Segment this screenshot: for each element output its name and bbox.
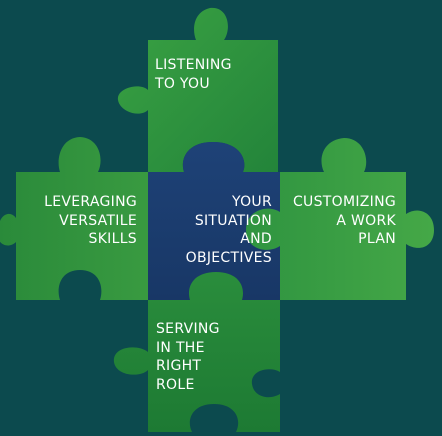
label-leveraging-versatile-skills: LEVERAGING VERSATILE SKILLS <box>44 193 137 249</box>
label-line: A WORK <box>336 212 396 229</box>
label-listening-to-you: LISTENING TO YOU <box>155 56 232 93</box>
label-line: IN THE <box>156 339 205 356</box>
label-line: OBJECTIVES <box>185 249 272 266</box>
label-line: SERVING <box>156 321 220 337</box>
label-line: CUSTOMIZING <box>292 194 396 210</box>
label-line: TO YOU <box>155 75 210 92</box>
label-line: SKILLS <box>88 231 137 247</box>
label-line: RIGHT <box>156 358 202 374</box>
label-line: ROLE <box>156 376 195 393</box>
label-line: VERSATILE <box>59 212 137 229</box>
puzzle-piece-center <box>148 142 280 300</box>
puzzle-piece-top <box>117 7 278 173</box>
puzzle-piece-left <box>0 137 182 300</box>
puzzle-piece-right <box>246 138 434 300</box>
label-line: YOUR <box>232 194 272 210</box>
label-customizing-a-work-plan: CUSTOMIZING A WORK PLAN <box>293 193 396 249</box>
label-line: SITUATION <box>194 212 272 229</box>
label-line: AND <box>240 231 272 247</box>
puzzle-piece-bottom <box>113 272 280 432</box>
label-serving-in-the-right-role: SERVING IN THE RIGHT ROLE <box>156 320 220 394</box>
label-line: LISTENING <box>155 57 232 73</box>
label-your-situation-and-objectives: YOUR SITUATION AND OBJECTIVES <box>186 193 272 267</box>
label-line: PLAN <box>358 231 396 247</box>
label-line: LEVERAGING <box>44 194 137 210</box>
